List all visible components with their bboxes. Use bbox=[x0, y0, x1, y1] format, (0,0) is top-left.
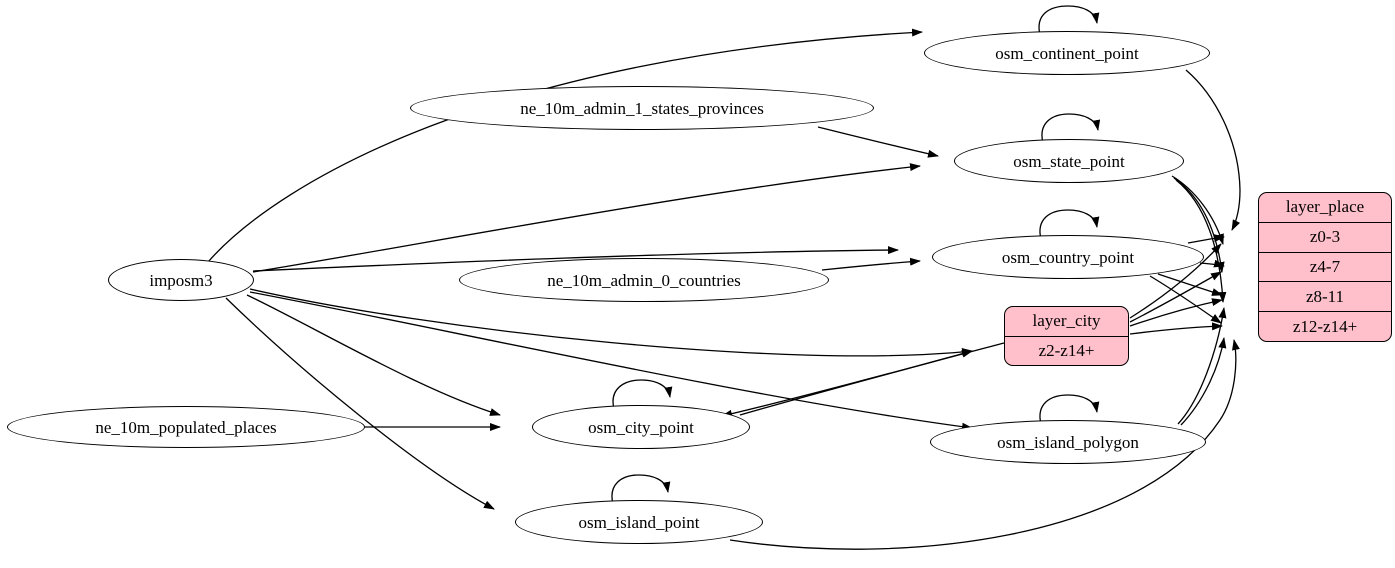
node-label: ne_10m_admin_1_states_provinces bbox=[520, 98, 764, 118]
record-row-layer_place-z4-7[interactable]: z4-7 bbox=[1259, 253, 1391, 283]
edge-layer_city-to-layer_place-z8-11 bbox=[1129, 298, 1223, 327]
record-row-label: z0-3 bbox=[1309, 227, 1341, 247]
edge-imposm3-to-osm_continent_point bbox=[207, 28, 923, 263]
edge-osm_state_point-to-osm_state_point bbox=[1041, 113, 1101, 144]
node-label: osm_continent_point bbox=[995, 43, 1139, 63]
edge-osm_state_point-to-layer_place-z4-7 bbox=[1171, 175, 1224, 245]
record-row-layer_place-header[interactable]: layer_place bbox=[1259, 193, 1391, 223]
edge-osm_island_polygon-to-layer_place-z8-11 bbox=[1177, 307, 1227, 425]
node-osm_city_point[interactable]: osm_city_point bbox=[532, 405, 750, 449]
edge-imposm3-to-layer_city bbox=[249, 288, 973, 357]
edge-layer_city-to-layer_place-z4-7 bbox=[1129, 271, 1222, 323]
node-osm_continent_point[interactable]: osm_continent_point bbox=[924, 31, 1210, 75]
edge-osm_country_point-to-layer_place-z4-7 bbox=[1199, 259, 1225, 268]
edge-osm_country_point-to-layer_place-z12-z14 bbox=[1149, 275, 1222, 324]
node-label: osm_island_polygon bbox=[997, 432, 1139, 452]
edge-osm_island_point-to-layer_place-z12-z14 bbox=[729, 339, 1240, 550]
record-row-layer_place-z12[interactable]: z12-z14+ bbox=[1259, 312, 1391, 341]
node-ne_10m_populated_places[interactable]: ne_10m_populated_places bbox=[7, 406, 365, 448]
edge-imposm3-to-osm_city_point bbox=[246, 294, 501, 416]
node-label: osm_city_point bbox=[588, 417, 694, 437]
node-label: osm_island_point bbox=[578, 512, 700, 532]
node-osm_island_polygon[interactable]: osm_island_polygon bbox=[930, 420, 1206, 464]
edge-osm_continent_point-to-osm_continent_point bbox=[1038, 5, 1100, 36]
edge-osm_country_point-to-osm_country_point bbox=[1039, 209, 1100, 240]
node-label: imposm3 bbox=[149, 270, 213, 290]
node-imposm3[interactable]: imposm3 bbox=[108, 259, 254, 301]
node-osm_state_point[interactable]: osm_state_point bbox=[954, 139, 1184, 183]
edge-imposm3-to-osm_state_point bbox=[252, 163, 921, 273]
edge-layer_city-to-layer_place-z0-3 bbox=[1129, 243, 1222, 319]
node-label: ne_10m_populated_places bbox=[95, 417, 277, 437]
node-osm_island_point[interactable]: osm_island_point bbox=[515, 500, 763, 544]
edge-osm_island_polygon-to-osm_island_polygon bbox=[1039, 394, 1100, 425]
node-label: ne_10m_admin_0_countries bbox=[547, 270, 741, 290]
node-layer_place[interactable]: layer_place z0-3 z4-7 z8-11 z12-z14+ bbox=[1258, 192, 1392, 342]
edge-osm_island_polygon-to-layer_place-z12-z14 bbox=[1180, 337, 1227, 426]
edge-imposm3-to-osm_country_point bbox=[252, 246, 899, 272]
record-row-layer_place-z8-11[interactable]: z8-11 bbox=[1259, 282, 1391, 313]
edge-osm_country_point-to-layer_place-z0-3 bbox=[1187, 234, 1225, 244]
node-osm_country_point[interactable]: osm_country_point bbox=[932, 235, 1204, 279]
edge-osm_country_point-to-layer_place-z8-11 bbox=[1157, 273, 1223, 296]
record-row-label: z2-z14+ bbox=[1038, 340, 1095, 360]
edge-osm_state_point-to-layer_place-z12-z14 bbox=[1175, 179, 1227, 303]
node-ne_10m_admin_1_states_provinces[interactable]: ne_10m_admin_1_states_provinces bbox=[410, 86, 874, 130]
edge-ne_10m_admin_0_countries-to-osm_country_point bbox=[821, 257, 921, 271]
edge-osm_city_point-to-layer_city bbox=[739, 349, 973, 416]
record-row-label: layer_place bbox=[1285, 197, 1365, 217]
record-row-label: layer_city bbox=[1032, 311, 1101, 331]
edge-layer_city-to-layer_place-z12-z14 bbox=[1129, 322, 1223, 335]
record-row-label: z12-z14+ bbox=[1292, 316, 1358, 336]
edge-osm_city_point-to-osm_city_point bbox=[612, 379, 673, 410]
edge-osm_continent_point-to-layer_place-z0-3 bbox=[1185, 69, 1241, 231]
edge-ne_10m_admin_1_states_provinces-to-osm_state_point bbox=[817, 126, 939, 158]
node-ne_10m_admin_0_countries[interactable]: ne_10m_admin_0_countries bbox=[459, 258, 829, 302]
node-layer_city[interactable]: layer_city z2-z14+ bbox=[1004, 306, 1129, 366]
edge-imposm3-to-osm_island_polygon bbox=[249, 291, 973, 431]
record-row-layer_city-header[interactable]: layer_city bbox=[1005, 307, 1128, 337]
record-row-label: z4-7 bbox=[1309, 256, 1341, 276]
edge-osm_island_point-to-osm_island_point bbox=[611, 474, 671, 505]
record-row-layer_city-z2[interactable]: z2-z14+ bbox=[1005, 337, 1128, 366]
node-label: osm_country_point bbox=[1001, 247, 1135, 267]
edge-imposm3-to-osm_island_point bbox=[225, 297, 495, 510]
edge-osm_state_point-to-layer_place-z8-11 bbox=[1173, 177, 1225, 273]
record-row-label: z8-11 bbox=[1305, 286, 1345, 306]
node-label: osm_state_point bbox=[1013, 151, 1125, 171]
record-row-layer_place-z0-3[interactable]: z0-3 bbox=[1259, 223, 1391, 253]
